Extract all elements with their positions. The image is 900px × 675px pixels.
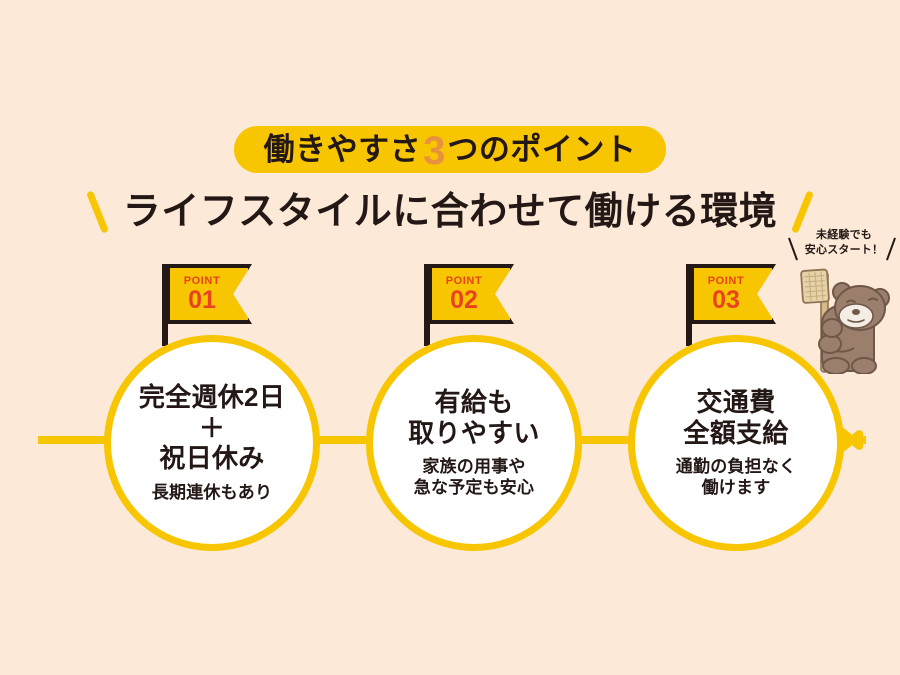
flag-label: POINT bbox=[707, 274, 745, 287]
point-group-02: POINT 02 有給も 取りやすい 家族の用事や 急な予定も安心 bbox=[366, 264, 582, 551]
page-title: ライフスタイルに合わせて働ける環境 bbox=[122, 191, 778, 233]
title-pill: 働きやすさ 3 つのポイント bbox=[234, 126, 666, 173]
title-pill-number: 3 bbox=[423, 128, 446, 173]
flag-banner: POINT 03 bbox=[690, 264, 776, 324]
headline-row: ライフスタイルに合わせて働ける環境 bbox=[0, 186, 900, 238]
flag-banner: POINT 01 bbox=[166, 264, 252, 324]
point-sub-text: 通勤の負担なく 働けます bbox=[675, 457, 797, 498]
point-flag-03: POINT 03 bbox=[686, 260, 786, 346]
point-flag-01: POINT 01 bbox=[162, 260, 262, 346]
point-circle-03: 交通費 全額支給 通勤の負担なく 働けます bbox=[628, 335, 844, 551]
point-main-text: 有給も 取りやすい bbox=[408, 387, 540, 448]
flag-pole-icon bbox=[162, 264, 168, 346]
point-main-text: 交通費 全額支給 bbox=[683, 387, 789, 448]
flag-pole-icon bbox=[686, 264, 692, 346]
mascot-group: 未経験でも 安心スタート！ bbox=[786, 228, 900, 378]
flag-number: 02 bbox=[450, 285, 478, 314]
point-sub-text: 家族の用事や 急な予定も安心 bbox=[413, 457, 535, 498]
point-circle-01: 完全週休2日 ＋ 祝日休み 長期連休もあり bbox=[104, 335, 320, 551]
point-main-text: 完全週休2日 ＋ 祝日休み bbox=[138, 382, 286, 474]
point-sub-text: 長期連休もあり bbox=[151, 483, 273, 503]
title-pill-lead: 働きやすさ bbox=[263, 132, 422, 167]
flag-number: 01 bbox=[188, 285, 216, 314]
point-flag-02: POINT 02 bbox=[424, 260, 524, 346]
flag-label: POINT bbox=[445, 274, 483, 287]
flag-label: POINT bbox=[183, 274, 221, 287]
title-pill-trail: つのポイント bbox=[447, 132, 637, 167]
headline-slash-left-icon bbox=[85, 190, 109, 234]
flag-pole-icon bbox=[424, 264, 430, 346]
point-group-01: POINT 01 完全週休2日 ＋ 祝日休み 長期連休もあり bbox=[104, 264, 320, 551]
flag-banner: POINT 02 bbox=[428, 264, 514, 324]
flag-number: 03 bbox=[712, 285, 740, 314]
point-circle-02: 有給も 取りやすい 家族の用事や 急な予定も安心 bbox=[366, 335, 582, 551]
bear-with-broom-icon bbox=[800, 268, 890, 374]
point-group-03: POINT 03 交通費 全額支給 通勤の負担なく 働けます bbox=[628, 264, 844, 551]
mascot-caption: 未経験でも 安心スタート！ bbox=[804, 229, 884, 256]
